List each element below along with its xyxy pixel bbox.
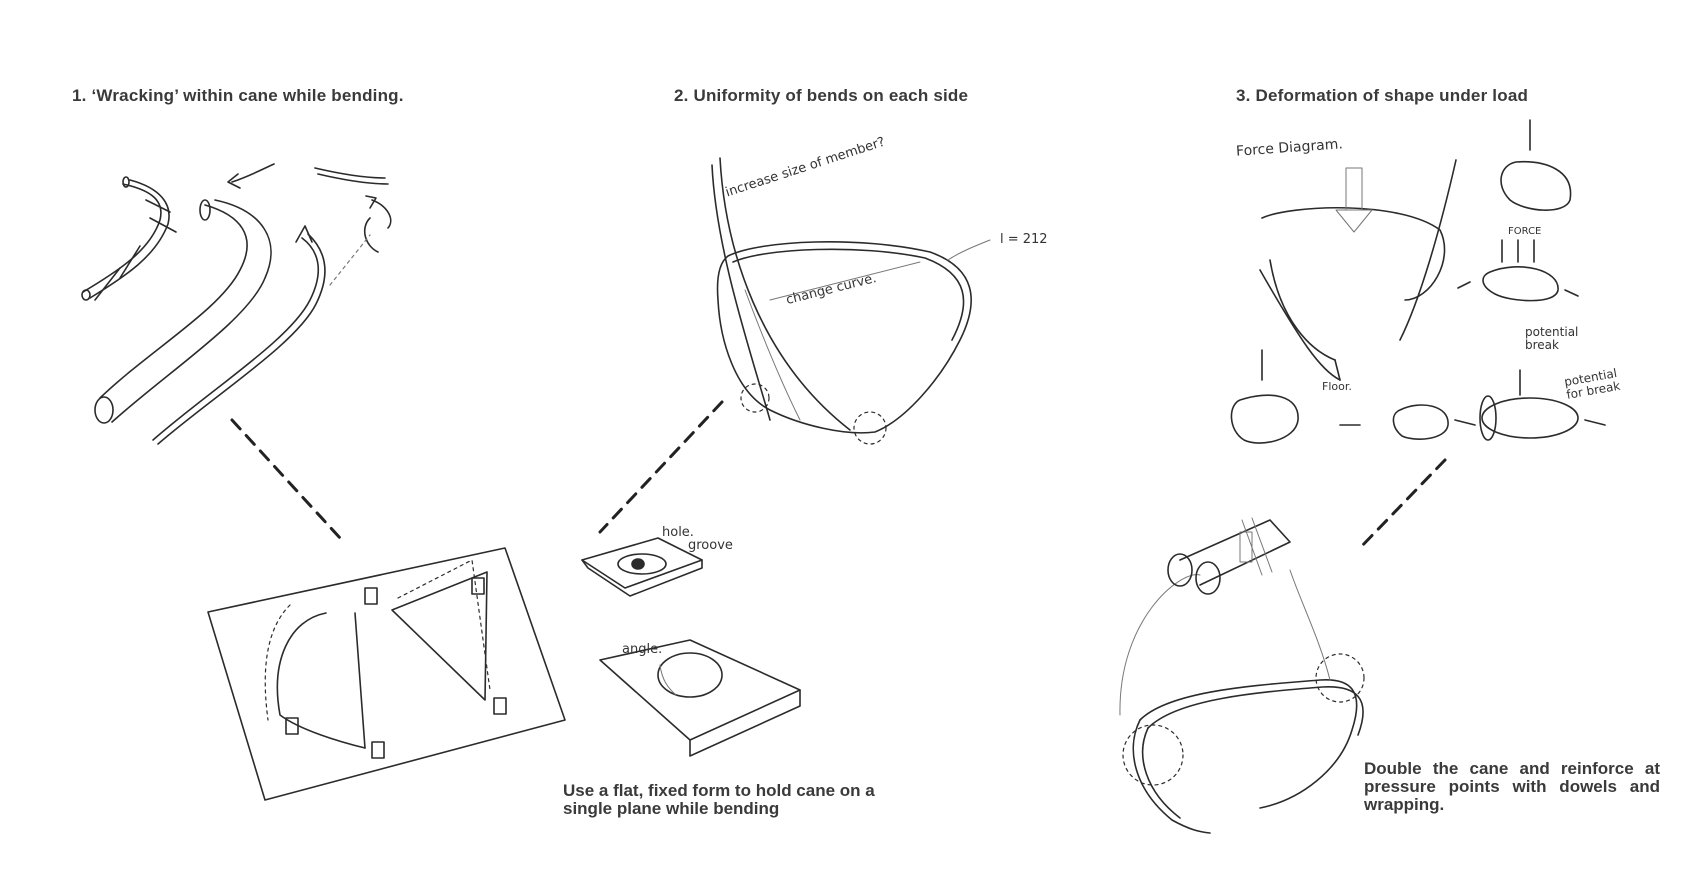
flat-form-board (207, 547, 566, 801)
hole-groove-block (581, 537, 703, 597)
caption-double-cane: Double the cane and reinforce at pressur… (1364, 759, 1660, 814)
caption-flat-form: Use a flat, fixed form to hold cane on a… (563, 781, 875, 818)
dowel-bundle (1167, 517, 1291, 595)
heading-uniformity: 2. Uniformity of bends on each side (674, 86, 969, 105)
connector-line-1 (230, 418, 342, 540)
heading-wracking: 1. ‘Wracking’ within cane while bending. (72, 86, 404, 105)
annotation-length: l = 212 (1000, 232, 1048, 247)
annotation-force: FORCE (1508, 226, 1542, 237)
twist-arrows (227, 163, 392, 286)
doubled-cane-loop (1119, 569, 1365, 834)
bent-cane-thin-sketch (81, 176, 177, 301)
annotation-hole: hole. (662, 525, 694, 540)
connector-line-2 (598, 400, 724, 534)
heading-deformation: 3. Deformation of shape under load (1236, 86, 1529, 105)
cross-section-shapes (1230, 119, 1606, 444)
annotation-groove: groove (688, 538, 733, 553)
angle-block (599, 639, 801, 757)
connector-line-3 (1356, 458, 1447, 552)
bent-cane-thick (94, 199, 272, 424)
force-diagram-sketch (1259, 159, 1457, 381)
annotation-angle: angle. (622, 642, 663, 657)
annotation-floor: Floor. (1322, 380, 1352, 393)
cane-loop-sketch (711, 157, 991, 445)
annotation-potential-break: potential break (1525, 325, 1579, 352)
bent-cane-outline (152, 225, 326, 445)
